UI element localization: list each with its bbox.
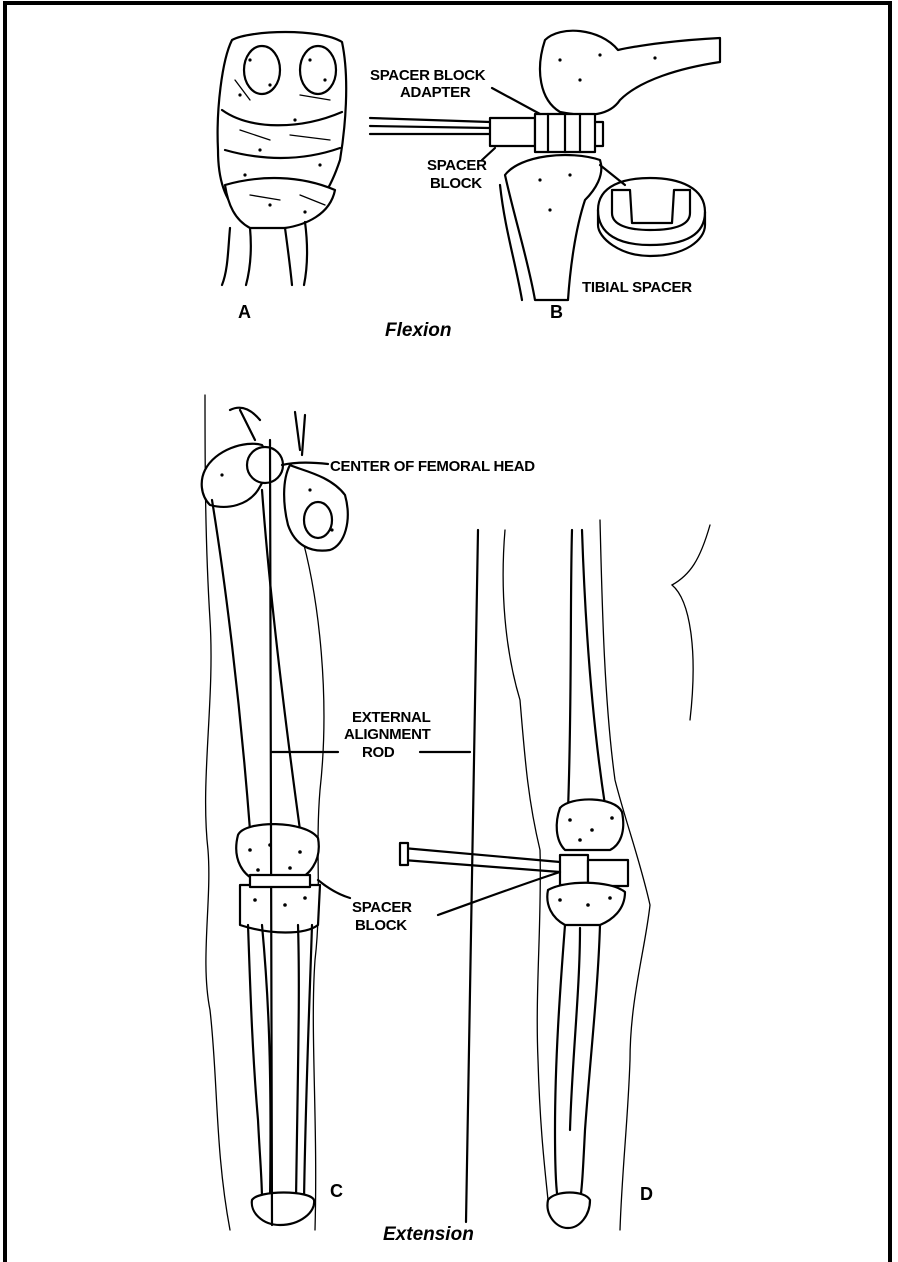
leader-spacer-block-c <box>318 880 350 898</box>
label-external-alignment-rod-line1: EXTERNAL <box>352 709 431 726</box>
leader-spacer-block-d <box>438 872 560 915</box>
panel-label-b: B <box>550 302 563 322</box>
caption-extension: Extension <box>383 1224 474 1245</box>
label-external-alignment-rod-line3: ROD <box>362 744 395 761</box>
label-spacer-block-adapter-line2: ADAPTER <box>400 84 471 101</box>
panel-label-c: C <box>330 1181 343 1201</box>
panel-a-knee-flexion-illustration <box>218 32 347 285</box>
label-spacer-block-c-line1: SPACER <box>352 899 412 916</box>
panel-c-leg-extension-illustration <box>202 395 348 1230</box>
leader-femoral-head <box>282 463 328 465</box>
caption-flexion: Flexion <box>385 320 452 341</box>
label-spacer-block-c-line2: BLOCK <box>355 917 407 934</box>
panel-label-d: D <box>640 1184 653 1204</box>
label-external-alignment-rod-line2: ALIGNMENT <box>344 726 431 743</box>
label-tibial-spacer: TIBIAL SPACER <box>582 279 692 296</box>
label-spacer-block-b-line1: SPACER <box>427 157 487 174</box>
panel-d-leg-extension-illustration <box>400 520 710 1230</box>
label-center-of-femoral-head: CENTER OF FEMORAL HEAD <box>330 458 535 475</box>
label-spacer-block-b-line2: BLOCK <box>430 175 482 192</box>
panel-label-a: A <box>238 302 251 322</box>
external-alignment-rod <box>466 530 478 1222</box>
label-spacer-block-adapter-line1: SPACER BLOCK <box>370 67 486 84</box>
